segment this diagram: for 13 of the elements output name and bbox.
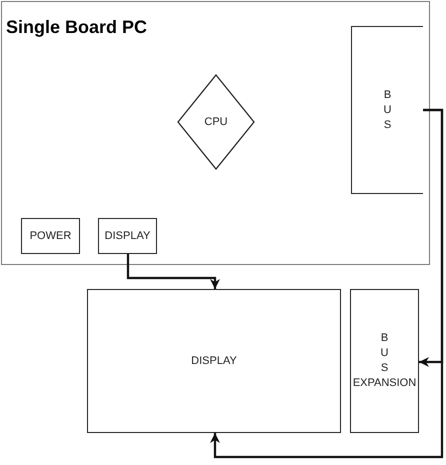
module-box: DISPLAY [98, 218, 157, 254]
bus-box [350, 289, 419, 433]
module-box: POWER [21, 218, 80, 254]
display-panel: DISPLAY [87, 289, 341, 433]
board-frame [1, 1, 430, 265]
cpu-diamond [177, 74, 255, 170]
node-label: B U S [384, 88, 392, 132]
bus-box [351, 26, 423, 194]
node-label: B U S EXPANSION [352, 331, 416, 391]
node-label: CPU [204, 114, 228, 130]
board-title: Single Board PC [6, 18, 148, 36]
connector-arrow [126, 254, 220, 289]
connector-arrow [210, 108, 444, 458]
